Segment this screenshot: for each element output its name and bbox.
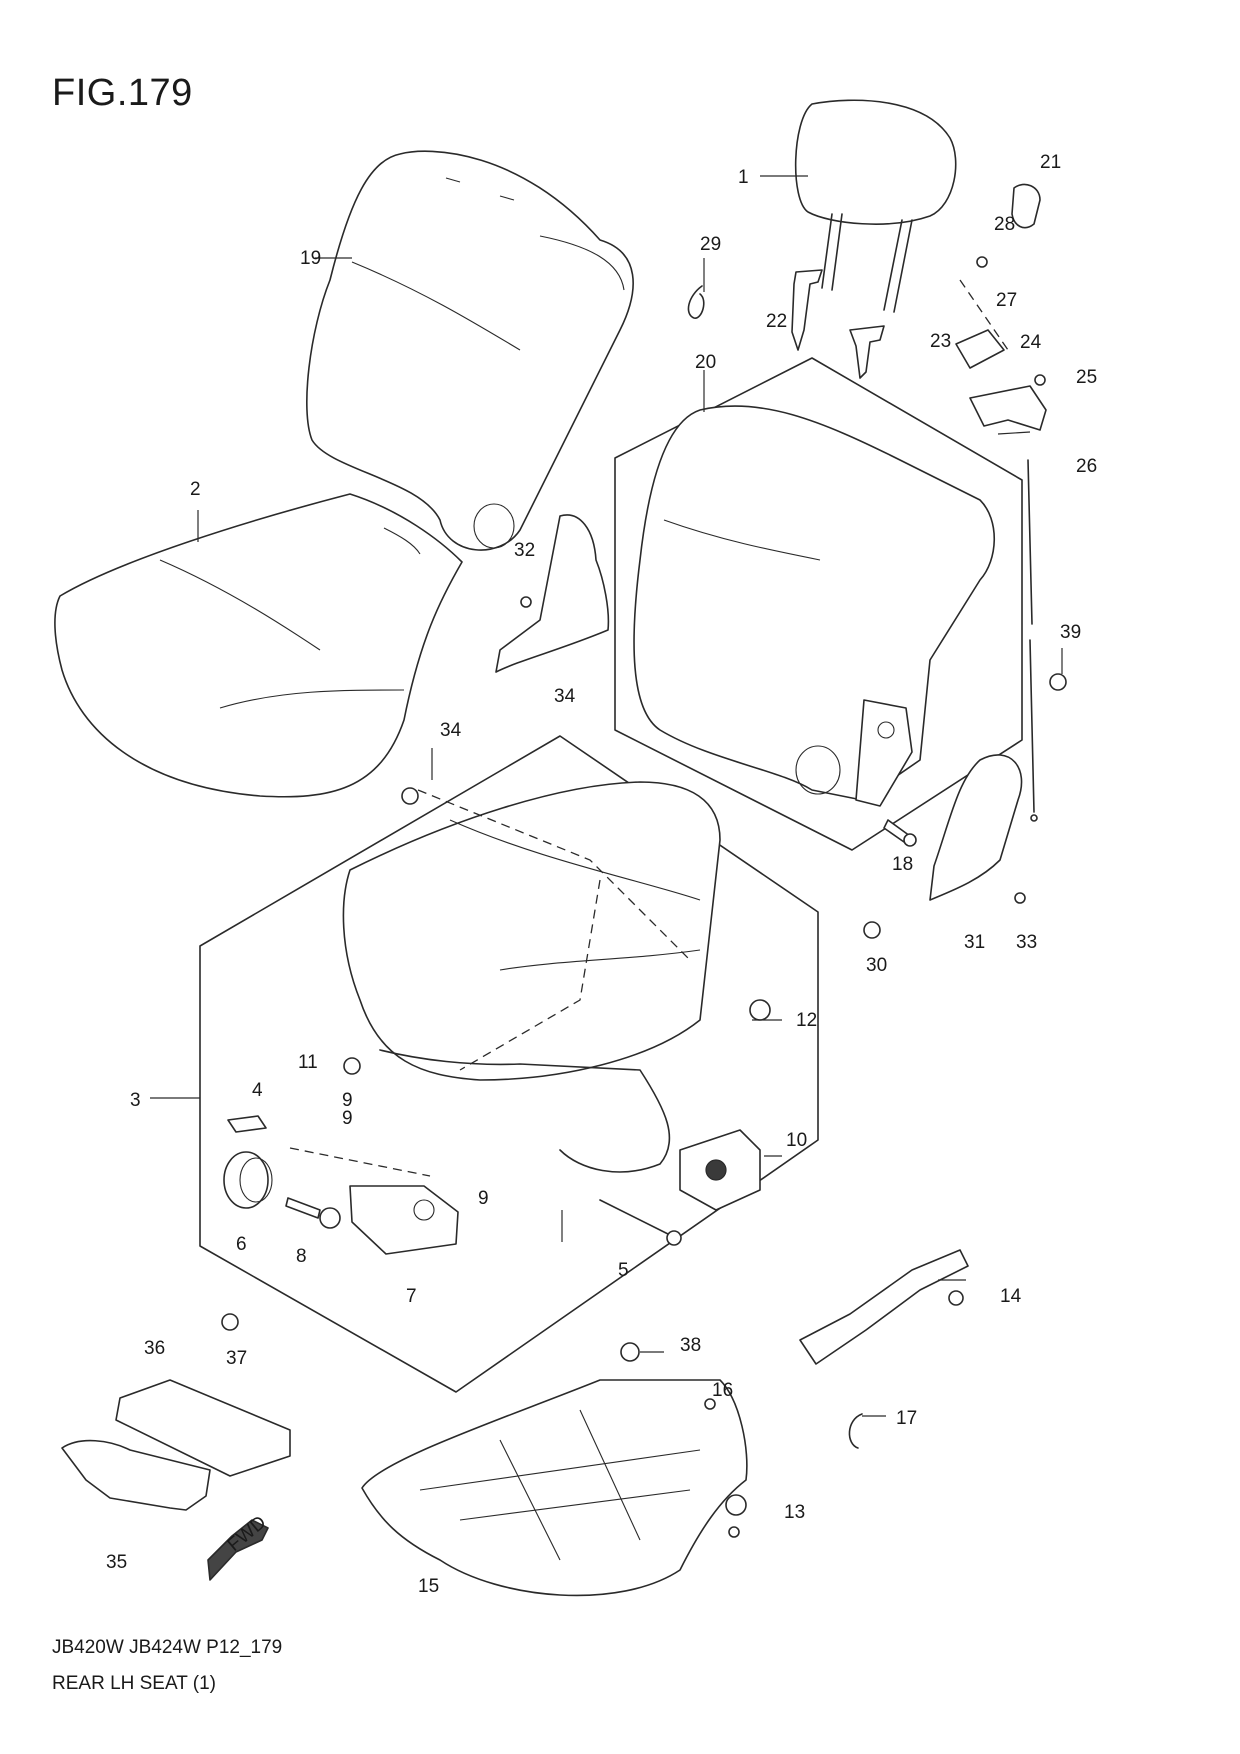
- bolt-part: [285, 1197, 341, 1229]
- callout-number: 16: [712, 1380, 733, 1401]
- callout-number: 23: [930, 331, 951, 352]
- hinge-cover-part: [929, 754, 1023, 901]
- callout-number: 33: [1016, 932, 1037, 953]
- callout-number: 20: [695, 352, 716, 373]
- seat-cushion-frame-part: [342, 781, 721, 1173]
- figure-title: FIG.179: [52, 72, 193, 114]
- callout-number: 12: [796, 1010, 817, 1031]
- callout-number: 14: [1000, 1286, 1022, 1307]
- seat-back-cover-part: [306, 150, 634, 551]
- callout-number: 21: [1040, 152, 1061, 173]
- callout-number: 34: [440, 720, 462, 741]
- trim-cover-part: [115, 1379, 291, 1477]
- callout-number: 37: [226, 1348, 247, 1369]
- callout-number: 9: [478, 1188, 489, 1209]
- spring-part: [223, 1151, 273, 1209]
- striker-part: [679, 1129, 761, 1211]
- callout-number: 11: [298, 1052, 318, 1073]
- callout-number: 17: [896, 1408, 917, 1429]
- side-bracket-part: [495, 514, 610, 673]
- seat-back-assembly-outline: [614, 357, 1023, 851]
- bolt-part: [599, 1199, 682, 1246]
- callout-number: 2: [190, 479, 201, 500]
- callout-number: 31: [964, 932, 985, 953]
- lock-bracket-part: [349, 1185, 459, 1255]
- callout-number: 30: [866, 955, 887, 976]
- callout-number: 6: [236, 1234, 247, 1255]
- callout-number: 9: [342, 1108, 353, 1129]
- nut-part: [749, 999, 771, 1021]
- screw-part: [1014, 892, 1026, 904]
- callout-number: 27: [996, 290, 1017, 311]
- nut-part: [863, 921, 881, 939]
- callout-number: 13: [784, 1502, 805, 1523]
- screw-part: [704, 1398, 716, 1410]
- bolt-part: [883, 819, 917, 847]
- screw-part: [520, 596, 532, 608]
- callout-number: 36: [144, 1338, 165, 1359]
- seat-back-frame-part: [633, 405, 996, 807]
- figure-caption: REAR LH SEAT (1): [52, 1673, 217, 1694]
- seat-belt-buckle-part: [799, 1249, 969, 1365]
- callout-number: 3: [130, 1090, 141, 1111]
- callout-number: 39: [1060, 622, 1081, 643]
- pad-part: [227, 1115, 267, 1133]
- callout-leaders: [150, 175, 1063, 1417]
- forward-direction-arrow-icon: [207, 1519, 269, 1581]
- callout-number: 35: [106, 1552, 127, 1573]
- callout-number: 26: [1076, 456, 1097, 477]
- callout-number: 19: [300, 248, 321, 269]
- callout-number: 5: [618, 1260, 629, 1281]
- callout-number: 10: [786, 1130, 807, 1151]
- trim-cover-part: [61, 1439, 211, 1511]
- callout-number: 15: [418, 1576, 439, 1597]
- nut-part: [620, 1342, 640, 1362]
- grommet-part: [725, 1494, 747, 1516]
- headrest-guide-part: [791, 269, 885, 379]
- callout-number: 1: [738, 167, 749, 188]
- callout-number: 24: [1020, 332, 1042, 353]
- seat-cushion-cover-part: [54, 493, 463, 798]
- lock-rod-part: [1027, 459, 1067, 822]
- seat-cushion-assembly-outline: [199, 735, 819, 1393]
- callout-number: 4: [252, 1080, 263, 1101]
- callout-number: 38: [680, 1335, 701, 1356]
- nut-part: [343, 1057, 361, 1075]
- callout-number: 22: [766, 311, 787, 332]
- hook-clip-part: [687, 285, 705, 319]
- callout-number: 34: [554, 686, 576, 707]
- callout-number: 32: [514, 540, 535, 561]
- screw-part: [221, 1313, 239, 1331]
- model-line: JB420W JB424W P12_179: [52, 1637, 283, 1658]
- callout-number: 8: [296, 1246, 307, 1267]
- callout-number: 7: [406, 1286, 417, 1307]
- callout-number: 25: [1076, 367, 1097, 388]
- screw-part: [728, 1526, 740, 1538]
- callout-number: 18: [892, 854, 913, 875]
- hook-clip-part: [848, 1413, 863, 1449]
- seat-pan-part: [361, 1379, 748, 1597]
- seat-belt-guide-part: [955, 183, 1047, 431]
- fwd-label: FWD: [224, 1512, 271, 1556]
- callout-number: 9: [342, 1090, 353, 1111]
- nut-part: [401, 787, 419, 805]
- headrest-part: [794, 99, 957, 313]
- figure-footer: JB420W JB424W P12_179 REAR LH SEAT (1): [52, 1630, 282, 1702]
- callout-number: 28: [994, 214, 1015, 235]
- callout-number: 29: [700, 234, 721, 255]
